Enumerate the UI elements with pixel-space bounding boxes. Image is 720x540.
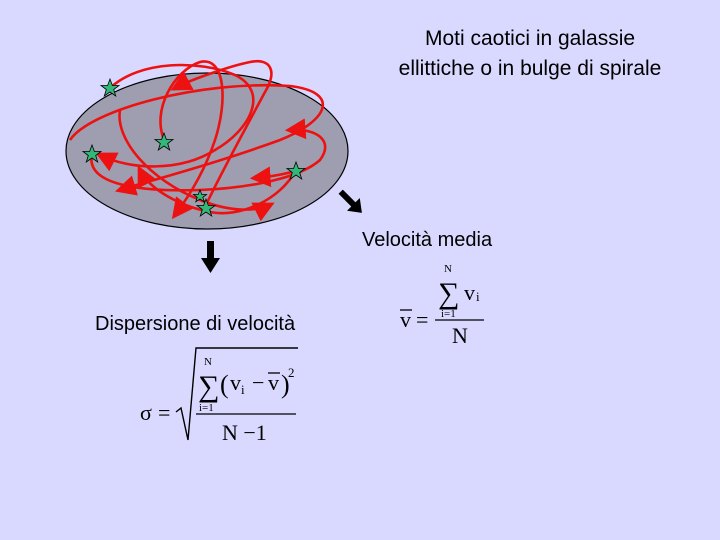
star-icon [99,77,121,97]
formula-mean-equals: = [416,307,428,332]
formula-disp-minus: − [252,370,264,395]
star-icon [81,143,103,163]
star-icon [195,197,217,217]
formula-disp-lhs: σ [140,400,152,425]
formula-disp-denominator: N −1 [222,420,267,445]
formula-disp-sum-upper: N [204,356,212,368]
formula-mean-lhs: v [400,307,411,332]
sqrt-icon [175,347,298,441]
arrow-to-dispersion-icon [201,241,220,273]
mean-velocity-label: Velocità media [362,229,493,251]
orbit-path [249,166,293,188]
formula-disp-equals: = [158,400,170,425]
formula-disp-close-paren: ) [281,370,290,399]
formula-disp-open-paren: ( [220,370,229,399]
formula-disp-sigma-icon: ∑ [198,370,219,403]
orbit-path [68,83,324,196]
title-line-1: Moti caotici in galassie [424,27,636,50]
velocity-dispersion-label: Dispersione di velocità [95,313,296,335]
star-icon [285,160,307,180]
orbit-path [90,118,327,192]
pointer-arrows [201,189,362,273]
orbit-path [118,109,275,222]
title-line-2: ellittiche o in bulge di spirale [398,57,662,80]
formula-disp-exponent: 2 [288,365,295,380]
formula-mean-denominator: N [452,323,468,348]
formula-mean-summand: v [464,280,475,305]
formula-disp-term-vbar: v [268,370,279,395]
formula-mean-sigma-icon: ∑ [438,277,459,310]
stars [81,77,307,217]
orbit-path [159,60,224,220]
formula-mean-summand-sub: i [476,289,480,304]
star-icon [192,188,208,203]
orbit-path [170,59,273,206]
formula-mean-sum-upper: N [444,263,452,275]
formula-disp-term-v: v [230,370,241,395]
arrow-to-mean-icon [338,189,362,213]
slide-title: Moti caotici in galassie ellittiche o in… [360,24,700,84]
formula-mean-sum-lower: i=1 [441,308,456,320]
star-icon [153,131,175,151]
formula-disp-sum-lower: i=1 [199,402,214,414]
formula-disp-term-sub: i [241,382,245,397]
